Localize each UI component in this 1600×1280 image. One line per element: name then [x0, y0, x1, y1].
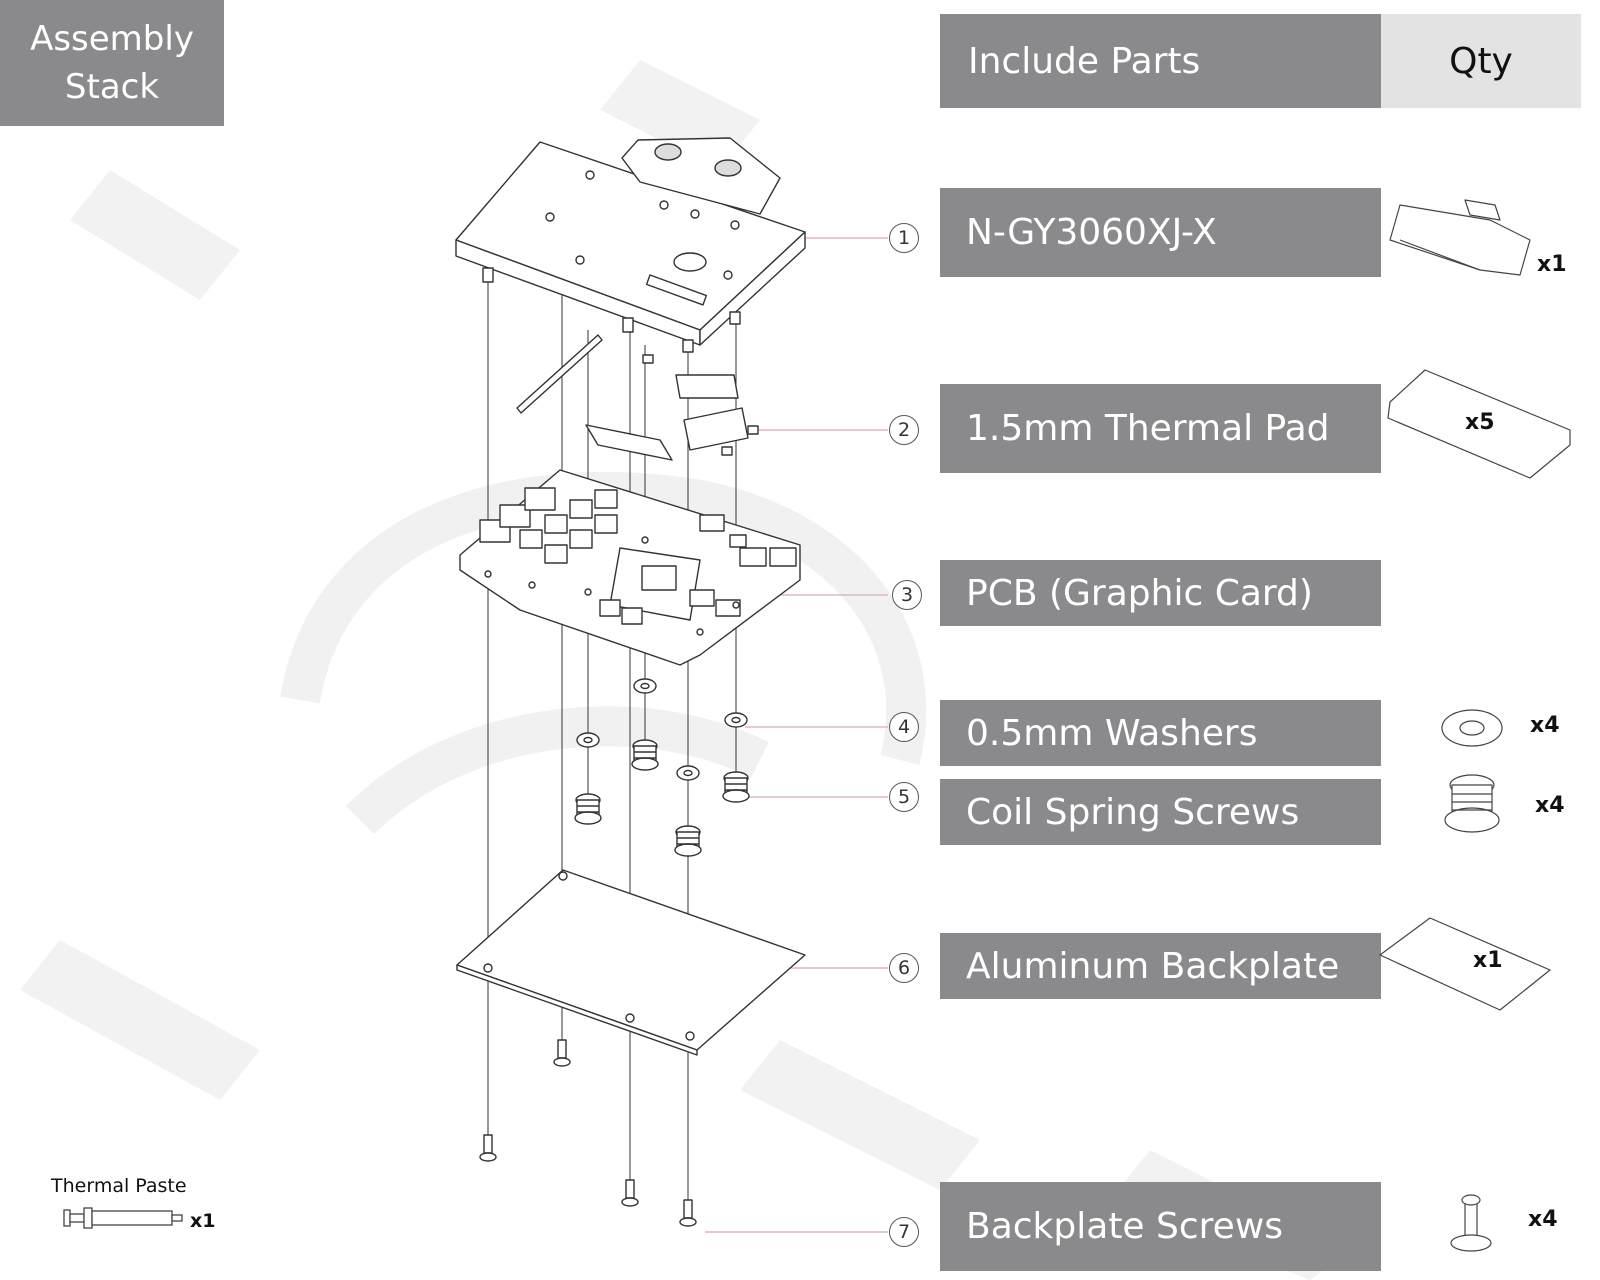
coil-spring-screws [574, 739, 750, 857]
thumb-waterblock [1389, 199, 1531, 276]
qty-part-1: x1 [1537, 252, 1567, 277]
backplate [456, 869, 806, 1056]
thumb-thermal-pad [1387, 369, 1571, 479]
part-label-5: Coil Spring Screws [940, 779, 1381, 845]
thumbnails [1379, 199, 1571, 1252]
callout-7: 7 [889, 1217, 919, 1247]
pcb [459, 469, 801, 666]
washers [576, 678, 748, 781]
callout-1: 1 [889, 223, 919, 253]
qty-part-5: x4 [1535, 793, 1565, 818]
callout-4: 4 [889, 712, 919, 742]
thumb-washer [1441, 709, 1503, 747]
include-parts-header: Include Parts [940, 14, 1381, 108]
qty-part-6: x1 [1473, 948, 1503, 973]
backplate-screws [479, 1039, 697, 1227]
qty-header: Qty [1381, 14, 1581, 108]
part-label-3: PCB (Graphic Card) [940, 560, 1381, 626]
callout-6: 6 [889, 953, 919, 983]
part-label-2: 1.5mm Thermal Pad [940, 384, 1381, 473]
tab-line-2: Stack [64, 67, 160, 107]
qty-part-4: x4 [1530, 713, 1560, 738]
part-label-6: Aluminum Backplate [940, 933, 1381, 999]
thumb-backplate-screw [1450, 1194, 1492, 1252]
part-label-7: Backplate Screws [940, 1182, 1381, 1271]
callout-3: 3 [892, 580, 922, 610]
qty-part-7: x4 [1528, 1207, 1558, 1232]
thumb-spring-screw [1444, 774, 1500, 833]
callout-5: 5 [889, 782, 919, 812]
thermal-paste-label: Thermal Paste [51, 1175, 187, 1197]
callout-2: 2 [889, 415, 919, 445]
assembly-stack-tab: Assembly Stack [0, 0, 224, 126]
thermal-paste-syringe-icon [63, 1207, 183, 1229]
thermal-pads [516, 334, 759, 461]
thumb-backplate [1379, 917, 1551, 1011]
thermal-paste-qty: x1 [190, 1210, 216, 1232]
tab-line-1: Assembly [30, 19, 194, 59]
part-label-1: N-GY3060XJ-X [940, 188, 1381, 277]
qty-part-2: x5 [1465, 410, 1495, 435]
part-label-4: 0.5mm Washers [940, 700, 1381, 766]
waterblock [455, 137, 806, 353]
